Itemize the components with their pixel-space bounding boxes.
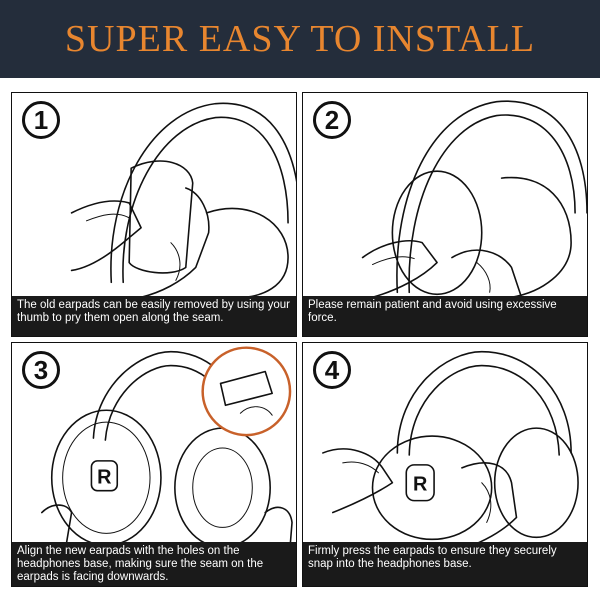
page-title: SUPER EASY TO INSTALL — [64, 18, 536, 60]
step-number-badge: 3 — [22, 351, 60, 389]
step-caption: Firmly press the earpads to ensure they … — [303, 542, 587, 586]
step-number-badge: 4 — [313, 351, 351, 389]
pry-earpad-illustration — [361, 100, 587, 298]
step-caption: Align the new earpads with the holes on … — [12, 542, 296, 586]
step-caption: The old earpads can be easily removed by… — [12, 296, 296, 336]
step-number-badge: 1 — [22, 101, 60, 139]
step-caption: Please remain patient and avoid using ex… — [303, 296, 587, 336]
header-banner: SUPER EASY TO INSTALL — [0, 0, 600, 78]
step-panel-4: R 4 Firmly press the earpads to ensure t… — [302, 342, 588, 587]
detail-inset-circle — [201, 346, 292, 437]
press-earpad-illustration: R — [322, 350, 579, 548]
step-panel-2: 2 Please remain patient and avoid using … — [302, 92, 588, 337]
align-earpad-illustration: R — [40, 346, 293, 548]
step-panel-1: 1 The old earpads can be easily removed … — [11, 92, 297, 337]
step-panel-3: R 3 Align the new earpads with the holes… — [11, 342, 297, 587]
earpad-r-label: R — [413, 474, 427, 496]
remove-earpad-illustration — [70, 102, 296, 298]
step-number-badge: 2 — [313, 101, 351, 139]
earpad-r-label: R — [97, 467, 111, 489]
